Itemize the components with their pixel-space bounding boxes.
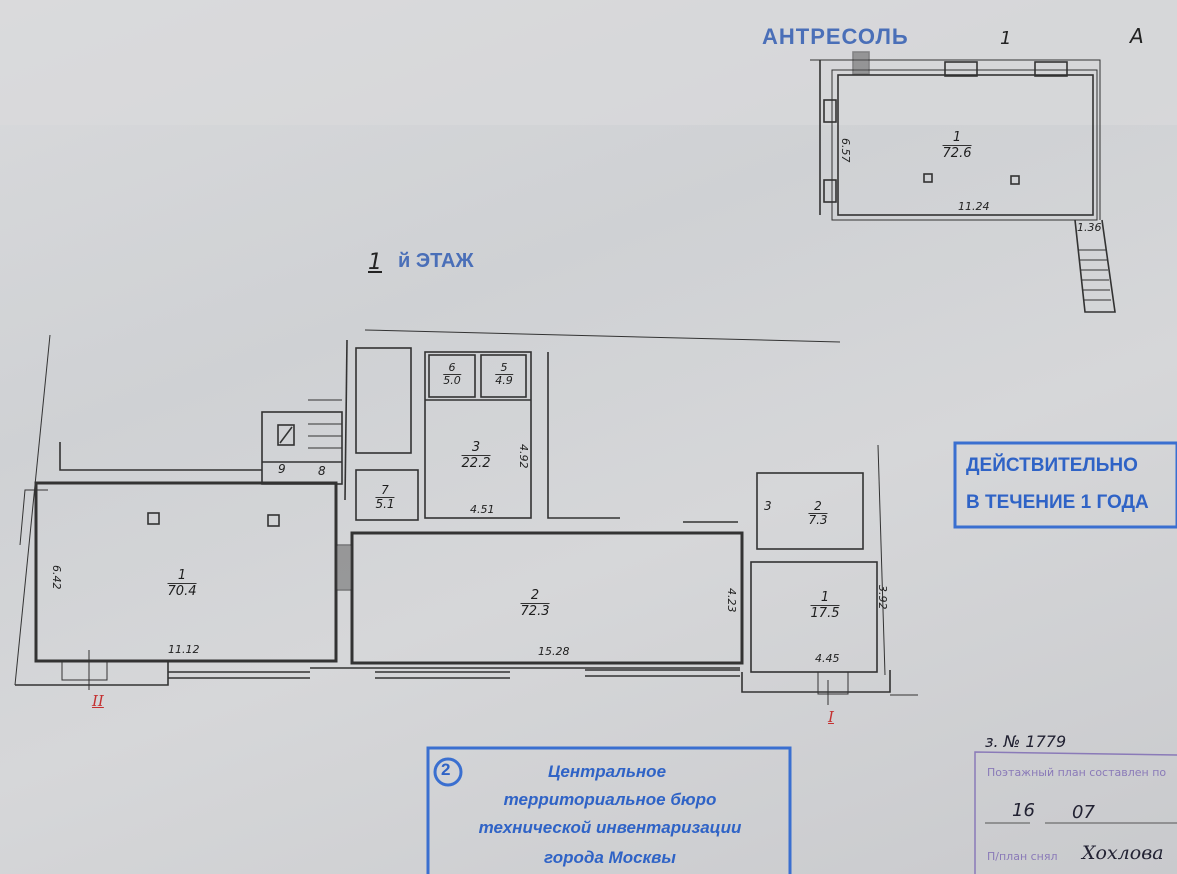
- mezzanine-dim-bottom: 11.24: [958, 200, 990, 213]
- dim-room2-width: 15.28: [538, 645, 570, 658]
- mezzanine-dim-stair: 1.36: [1077, 221, 1102, 234]
- floor-label: й ЭТАЖ: [398, 250, 474, 272]
- date-month: 07: [1072, 802, 1095, 823]
- floor-number: 1: [368, 250, 382, 275]
- section-mark-right: I: [828, 708, 834, 726]
- validity-stamp-line2: В ТЕЧЕНИЕ 1 ГОДА: [966, 492, 1149, 513]
- bureau-stamp-line1: Центральное: [547, 762, 667, 781]
- section-mark-left: II: [92, 692, 104, 710]
- mezzanine-title: АНТРЕСОЛЬ: [762, 24, 909, 49]
- dim-right-room1-height: 3.92: [876, 585, 889, 610]
- dim-room1-height: 6.42: [50, 565, 63, 590]
- bureau-stamp-line2: территориальное бюро: [503, 790, 717, 809]
- bureau-badge-circle: [433, 757, 463, 787]
- compiled-label: Поэтажный план составлен по: [987, 766, 1167, 779]
- bureau-stamp-line3: технической инвентаризации: [478, 818, 742, 837]
- dim-room2-height: 4.23: [725, 588, 738, 613]
- record-form-frame: [974, 751, 1177, 874]
- surveyor-signature: Хохлова: [1082, 842, 1164, 864]
- paper-fold-band: [0, 0, 1177, 125]
- dim-room3-height: 4.92: [517, 444, 530, 469]
- date-day: 16: [1012, 800, 1035, 821]
- mezzanine-plan: [810, 51, 1116, 313]
- dim-right-room1-width: 4.45: [815, 652, 840, 665]
- mezzanine-dim-left: 6.57: [839, 138, 852, 163]
- bureau-stamp-frame: [426, 746, 792, 874]
- validity-stamp-frame: [953, 441, 1177, 529]
- bureau-stamp-line4: города Москвы: [544, 848, 676, 867]
- case-number: з. № 1779: [985, 732, 1067, 751]
- dim-room3-width: 4.51: [470, 503, 495, 516]
- bureau-badge: 2: [441, 760, 451, 779]
- mezzanine-floor-number: 1: [1000, 28, 1012, 49]
- dim-room1-width: 11.12: [168, 643, 200, 656]
- room-8: 8: [318, 464, 326, 478]
- mezzanine-letter: А: [1130, 24, 1144, 48]
- surveyed-label: П/план снял: [987, 850, 1058, 863]
- first-floor-plan: [14, 329, 918, 705]
- right-room-3: 3: [764, 499, 772, 513]
- validity-stamp-line1: ДЕЙСТВИТЕЛЬНО: [966, 455, 1138, 476]
- room-9: 9: [278, 462, 286, 476]
